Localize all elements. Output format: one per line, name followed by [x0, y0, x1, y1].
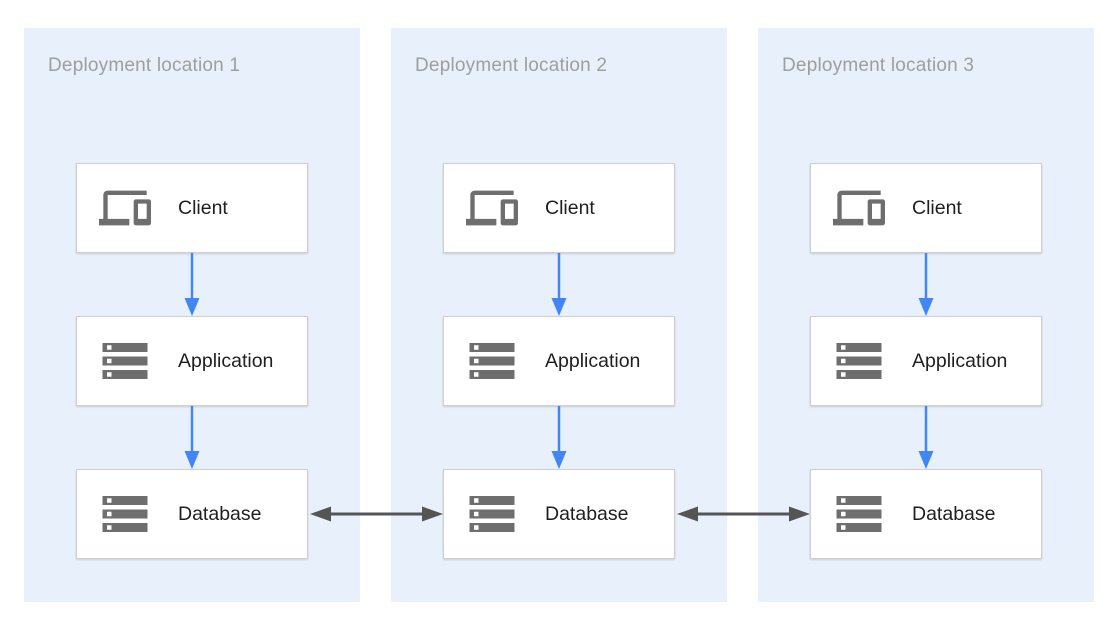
node-label: Client [178, 196, 228, 219]
node-label: Application [912, 349, 1008, 372]
node-label: Client [545, 196, 595, 219]
node-label: Database [178, 502, 262, 525]
server-stack-icon [831, 334, 887, 388]
devices-icon [831, 182, 887, 234]
panel-title: Deployment location 2 [415, 55, 608, 76]
node-label: Application [178, 349, 274, 372]
database-node: Database [443, 469, 675, 559]
flow-arrow-application-to-database [551, 406, 567, 469]
panel-title: Deployment location 3 [782, 55, 975, 76]
server-stack-icon [97, 334, 153, 388]
panel-title: Deployment location 1 [48, 55, 241, 76]
node-label: Database [912, 502, 996, 525]
flow-arrow-client-to-application [184, 253, 200, 316]
deployment-panel-1: Deployment location 1 Client Application [24, 28, 360, 602]
flow-arrow-application-to-database [184, 406, 200, 469]
flow-arrow-application-to-database [918, 406, 934, 469]
server-stack-icon [97, 487, 153, 541]
client-node: Client [810, 163, 1042, 253]
node-label: Client [912, 196, 962, 219]
deployment-panel-3: Deployment location 3 Client Application [758, 28, 1094, 602]
application-node: Application [443, 316, 675, 406]
flow-arrow-client-to-application [551, 253, 567, 316]
deployment-panel-2: Deployment location 2 Client Application [391, 28, 727, 602]
replication-arrow-db2-db3 [677, 506, 810, 522]
node-label: Application [545, 349, 641, 372]
application-node: Application [76, 316, 308, 406]
database-node: Database [76, 469, 308, 559]
server-stack-icon [464, 487, 520, 541]
replication-arrow-db1-db2 [310, 506, 443, 522]
server-stack-icon [831, 487, 887, 541]
server-stack-icon [464, 334, 520, 388]
node-label: Database [545, 502, 629, 525]
devices-icon [97, 182, 153, 234]
client-node: Client [76, 163, 308, 253]
application-node: Application [810, 316, 1042, 406]
flow-arrow-client-to-application [918, 253, 934, 316]
client-node: Client [443, 163, 675, 253]
database-node: Database [810, 469, 1042, 559]
devices-icon [464, 182, 520, 234]
